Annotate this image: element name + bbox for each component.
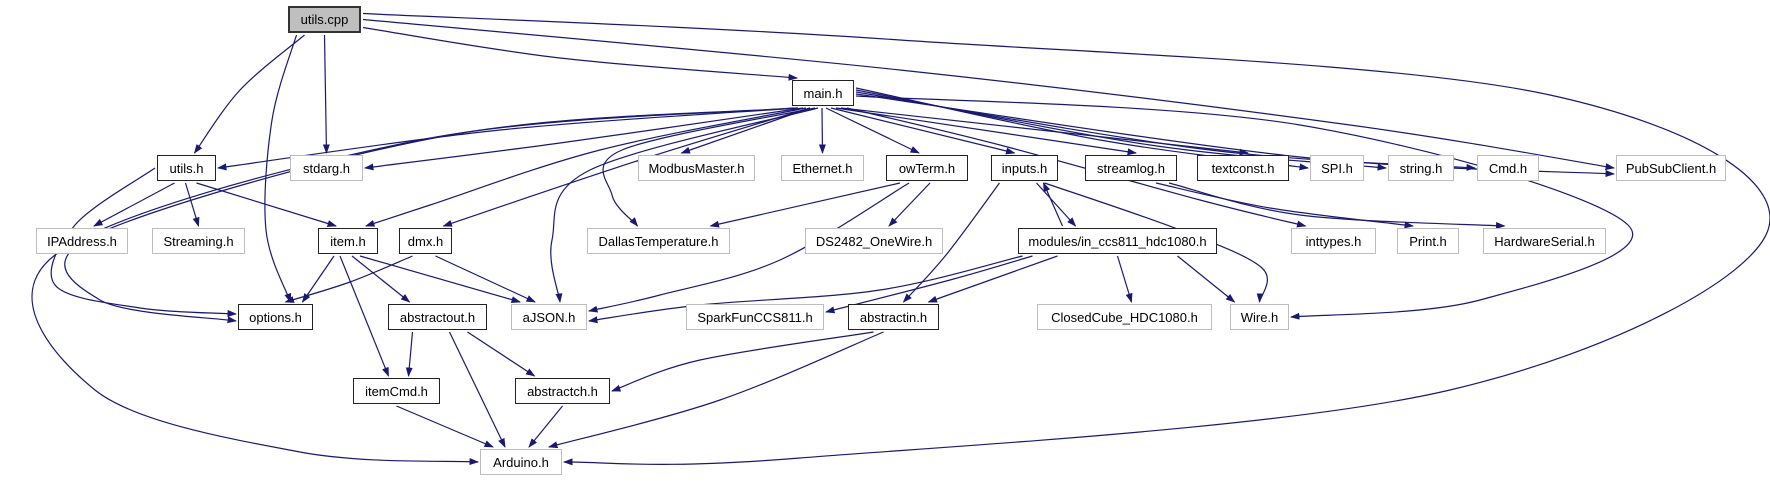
node-options-h[interactable]: options.h	[238, 304, 313, 330]
edge-itemcmd-h-to-arduino-h	[396, 405, 494, 448]
edge-owterm-h-to-ds2482-onewire-h	[888, 182, 931, 227]
node-modbusmaster-h: ModbusMaster.h	[638, 155, 755, 181]
edge-abstractout-h-to-arduino-h	[448, 331, 506, 448]
edge-abstractin-h-to-abstractch-h	[611, 331, 874, 392]
edge-main-h-to-modbusmaster-h	[680, 107, 811, 154]
edge-owterm-h-to-ajson-h	[588, 182, 910, 313]
node-abstractin-h[interactable]: abstractin.h	[848, 304, 939, 330]
edge-item-h-to-itemcmd-h	[339, 255, 390, 377]
node-dmx-h[interactable]: dmx.h	[399, 228, 452, 254]
node-utils-cpp: utils.cpp	[288, 6, 361, 33]
node-closedcube-hdc1080-h: ClosedCube_HDC1080.h	[1037, 304, 1212, 330]
edge-utils-cpp-to-main-h	[362, 26, 798, 81]
edge-abstractout-h-to-itemcmd-h	[405, 331, 414, 377]
node-owterm-h[interactable]: owTerm.h	[886, 155, 968, 181]
node-utils-h[interactable]: utils.h	[157, 155, 216, 181]
edge-utils-h-to-options-h	[50, 167, 237, 317]
node-wire-h: Wire.h	[1230, 304, 1289, 330]
edge-inputs-h-to-modules-in-ccs811-hdc1080-h	[1036, 182, 1077, 227]
node-dallastemperature-h: DallasTemperature.h	[587, 228, 730, 254]
edge-main-h-to-wire-h	[855, 95, 1634, 320]
node-textconst-h[interactable]: textconst.h	[1197, 155, 1289, 181]
edge-main-h-to-utils-h	[217, 107, 799, 171]
node-ethernet-h: Ethernet.h	[781, 155, 864, 181]
edge-modules-in-ccs811-hdc1080-h-to-inputs-h	[1042, 182, 1064, 227]
node-itemcmd-h[interactable]: itemCmd.h	[353, 378, 440, 404]
node-stdarg-h: stdarg.h	[290, 155, 363, 181]
edge-utils-h-to-item-h	[196, 182, 337, 227]
edge-item-h-to-options-h	[301, 255, 335, 303]
edge-utils-h-to-streaming-h	[184, 182, 200, 227]
edge-modules-in-ccs811-hdc1080-h-to-abstractin-h	[927, 255, 1058, 303]
edge-main-h-to-item-h	[365, 107, 807, 227]
node-ajson-h: aJSON.h	[511, 304, 587, 330]
edge-main-h-to-arduino-h	[31, 107, 795, 466]
node-streaming-h: Streaming.h	[152, 228, 245, 254]
edge-modules-in-ccs811-hdc1080-h-to-ajson-h	[588, 255, 1023, 324]
edge-item-h-to-ajson-h	[359, 255, 521, 304]
node-string-h: string.h	[1388, 155, 1454, 181]
node-cmd-h: Cmd.h	[1477, 155, 1539, 181]
edge-main-h-to-options-h	[64, 107, 798, 324]
edge-main-h-to-streamlog-h	[835, 107, 1137, 156]
edge-main-h-to-ethernet-h	[818, 107, 826, 154]
edge-abstractin-h-to-arduino-h	[548, 331, 884, 449]
node-arduino-h: Arduino.h	[480, 449, 562, 475]
edge-modules-in-ccs811-hdc1080-h-to-closedcube-hdc1080-h	[1116, 255, 1133, 303]
node-main-h[interactable]: main.h	[792, 80, 854, 106]
edge-utils-cpp-to-stdarg-h	[322, 34, 330, 154]
edge-abstractout-h-to-abstractch-h	[467, 331, 536, 377]
edge-streamlog-h-to-hardwareserial-h	[1168, 182, 1506, 230]
node-sparkfunccs811-h: SparkFunCCS811.h	[686, 304, 824, 330]
edge-dmx-h-to-options-h	[284, 255, 413, 303]
edge-abstractch-h-to-arduino-h	[528, 405, 563, 448]
node-modules-in-ccs811-hdc1080-h[interactable]: modules/in_ccs811_hdc1080.h	[1018, 228, 1217, 254]
node-ipaddress-h: IPAddress.h	[36, 228, 128, 254]
edge-main-h-to-inputs-h	[830, 107, 1016, 155]
edge-main-h-to-dallastemperature-h	[602, 107, 816, 227]
edge-streamlog-h-to-print-h	[1155, 182, 1414, 229]
node-streamlog-h[interactable]: streamlog.h	[1085, 155, 1177, 181]
edge-utils-h-to-ipaddress-h	[93, 182, 175, 227]
node-item-h[interactable]: item.h	[318, 228, 378, 254]
node-print-h: Print.h	[1397, 228, 1459, 254]
edge-main-h-to-owterm-h	[825, 107, 920, 154]
edge-utils-cpp-to-options-h	[264, 34, 298, 303]
edge-owterm-h-to-dallastemperature-h	[709, 182, 901, 228]
edge-main-h-to-ajson-h	[550, 107, 819, 303]
node-hardwareserial-h: HardwareSerial.h	[1483, 228, 1606, 254]
node-abstractout-h[interactable]: abstractout.h	[388, 304, 487, 330]
node-ds2482-onewire-h: DS2482_OneWire.h	[805, 228, 943, 254]
edge-modules-in-ccs811-hdc1080-h-to-wire-h	[1177, 255, 1236, 303]
edge-inputs-h-to-abstractin-h	[902, 182, 1000, 303]
node-inputs-h[interactable]: inputs.h	[991, 155, 1058, 181]
edge-main-h-to-dmx-h	[442, 107, 811, 227]
node-abstractch-h[interactable]: abstractch.h	[515, 378, 610, 404]
edge-main-h-to-stdarg-h	[364, 107, 804, 171]
edge-utils-cpp-to-utils-h	[193, 34, 305, 154]
edge-main-h-to-textconst-h	[840, 107, 1249, 156]
edge-dmx-h-to-ajson-h	[435, 255, 536, 303]
node-pubsubclient-h: PubSubClient.h	[1616, 155, 1726, 181]
node-inttypes-h: inttypes.h	[1291, 228, 1376, 254]
node-spi-h: SPI.h	[1310, 155, 1364, 181]
edge-utils-cpp-to-pubsubclient-h	[362, 18, 1615, 171]
edge-item-h-to-abstractout-h	[351, 255, 411, 303]
